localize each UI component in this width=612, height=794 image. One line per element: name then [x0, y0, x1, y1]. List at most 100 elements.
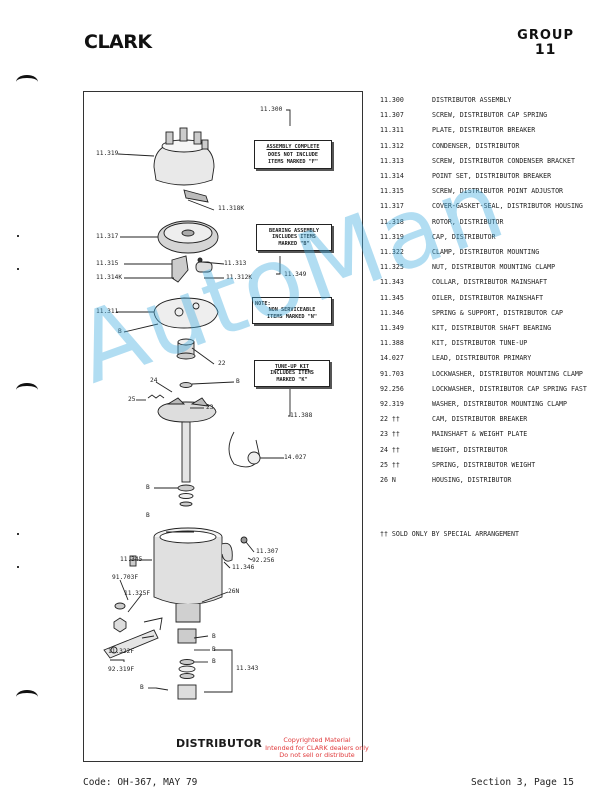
part-description: KIT, DISTRIBUTOR SHAFT BEARING: [432, 324, 552, 333]
part-description: COVER-GASKET-SEAL, DISTRIBUTOR HOUSING: [432, 202, 583, 211]
callout-11315: 11.315: [96, 260, 119, 267]
note-line: MARKED "B": [278, 240, 310, 247]
parts-list-row: 11.349 KIT, DISTRIBUTOR SHAFT BEARING: [380, 321, 600, 336]
part-number: 11.325: [380, 263, 404, 272]
callout-b: B: [212, 658, 216, 665]
part-description: LEAD, DISTRIBUTOR PRIMARY: [432, 354, 532, 363]
note-line: ASSEMBLY COMPLETE: [266, 144, 320, 150]
part-description: LOCKWASHER, DISTRIBUTOR MOUNTING CLAMP: [432, 369, 583, 378]
callout-b: B: [236, 378, 240, 385]
parts-list-row: 11.315 SCREW, DISTRIBUTOR POINT ADJUSTOR: [380, 184, 600, 199]
part-number: 11.314: [380, 172, 404, 181]
note-line: INCLUDES ITEMS: [270, 370, 314, 377]
callout-11307: 11.307: [256, 548, 279, 555]
callout-11312k: 11.312K: [226, 274, 253, 281]
part-number: 11.317: [380, 202, 404, 211]
part-description: CONDENSER, DISTRIBUTOR: [432, 141, 520, 150]
parts-list-row: 11.343 COLLAR, DISTRIBUTOR MAINSHAFT: [380, 275, 600, 290]
part-description: SPRING, DISTRIBUTOR WEIGHT: [432, 460, 536, 469]
binder-hole-icon: [16, 75, 38, 89]
callout-91703f: 91.703F: [112, 574, 139, 581]
part-number: 11.315: [380, 187, 404, 196]
part-number: 92.256: [380, 384, 404, 393]
part-description: MAINSHAFT & WEIGHT PLATE: [432, 430, 528, 439]
callout-b: B: [118, 328, 122, 335]
callout-11388: 11.388: [290, 412, 313, 419]
part-description: SCREW, DISTRIBUTOR CONDENSER BRACKET: [432, 156, 575, 165]
section-page: Section 3, Page 15: [471, 777, 574, 788]
callout-b: B: [212, 633, 216, 640]
callout-24: 24: [150, 377, 158, 384]
part-description: HOUSING, DISTRIBUTOR: [432, 476, 512, 485]
group-label: GROUP: [517, 28, 574, 43]
part-description: POINT SET, DISTRIBUTOR BREAKER: [432, 172, 552, 181]
note-tune-up-kit: TUNE-UP KIT INCLUDES ITEMS MARKED "K": [254, 360, 330, 388]
note-line: BEARING ASSEMBLY: [269, 228, 319, 234]
parts-list-row: 11.313 SCREW, DISTRIBUTOR CONDENSER BRACK…: [380, 154, 600, 169]
callout-b: B: [146, 512, 150, 519]
part-number: 23 ††: [380, 430, 400, 439]
parts-list-row: 11.314 POINT SET, DISTRIBUTOR BREAKER: [380, 169, 600, 184]
part-number: 11.318: [380, 217, 404, 226]
callout-11318k: 11.318K: [218, 205, 245, 212]
part-number: 11.307: [380, 111, 404, 120]
part-description: NUT, DISTRIBUTOR MOUNTING CLAMP: [432, 263, 556, 272]
note-line: DOES NOT INCLUDE: [268, 152, 318, 159]
part-description: CAM, DISTRIBUTOR BREAKER: [432, 415, 528, 424]
part-number: 14.027: [380, 354, 404, 363]
group-heading: GROUP 11: [517, 28, 574, 58]
copyright-stamp: Copyrighted Material Intended for CLARK …: [257, 736, 377, 760]
part-description: WEIGHT, DISTRIBUTOR: [432, 445, 508, 454]
callout-26n: 26N: [228, 588, 240, 595]
copyright-line: Intended for CLARK dealers only: [265, 743, 369, 752]
footnote: †† SOLD ONLY BY SPECIAL ARRANGEMENT: [380, 530, 519, 538]
part-number: 11.322: [380, 248, 404, 257]
part-number: 26 N: [380, 476, 396, 485]
diagram-caption: DISTRIBUTOR: [176, 737, 263, 750]
part-number: 92.319: [380, 400, 404, 409]
part-description: PLATE, DISTRIBUTOR BREAKER: [432, 126, 536, 135]
part-description: WASHER, DISTRIBUTOR MOUNTING CLAMP: [432, 400, 567, 409]
binder-hole-icon: [16, 383, 38, 397]
group-number: 11: [534, 42, 557, 58]
part-description: SCREW, DISTRIBUTOR POINT ADJUSTOR: [432, 187, 564, 196]
part-number: 11.349: [380, 324, 404, 333]
part-description: COLLAR, DISTRIBUTOR MAINSHAFT: [432, 278, 548, 287]
part-number: 11.343: [380, 278, 404, 287]
parts-list-row: 25 †† SPRING, DISTRIBUTOR WEIGHT: [380, 458, 600, 473]
part-number: 24 ††: [380, 445, 400, 454]
callout-11325f: 11.325F: [124, 590, 151, 597]
part-number: 11.388: [380, 339, 404, 348]
note-line: TUNE-UP KIT: [274, 364, 310, 370]
callout-11349: 11.349: [284, 271, 307, 278]
callout-92319f: 92.319F: [108, 666, 135, 673]
note-line: NON SERVICEABLE: [268, 307, 316, 314]
callout-11300: 11.300: [260, 106, 283, 113]
part-description: SCREW, DISTRIBUTOR CAP SPRING: [432, 111, 548, 120]
parts-list-row: 26 N HOUSING, DISTRIBUTOR: [380, 473, 600, 488]
document-code: Code: OH-367, MAY 79: [83, 777, 198, 788]
part-number: 25 ††: [380, 460, 400, 469]
part-number: 11.313: [380, 156, 404, 165]
binder-hole-icon: [16, 690, 38, 704]
callout-11317: 11.317: [96, 233, 119, 240]
part-description: SPRING & SUPPORT, DISTRIBUTOR CAP: [432, 308, 564, 317]
callout-11311: 11.311: [96, 308, 119, 315]
note-line: NOTE:: [255, 301, 271, 307]
parts-list-row: 11.318 ROTOR, DISTRIBUTOR: [380, 215, 600, 230]
parts-list-row: 11.317 COVER-GASKET-SEAL, DISTRIBUTOR HOU…: [380, 199, 600, 214]
note-non-serviceable: NOTE: NON SERVICEABLE ITEMS MARKED "N": [252, 297, 332, 325]
parts-list-row: 11.325 NUT, DISTRIBUTOR MOUNTING CLAMP: [380, 260, 600, 275]
part-description: CLAMP, DISTRIBUTOR MOUNTING: [432, 248, 540, 257]
callout-23: 23: [206, 404, 214, 411]
callout-11314k: 11.314K: [96, 274, 123, 281]
page-speck: [17, 268, 19, 270]
part-description: ROTOR, DISTRIBUTOR: [432, 217, 504, 226]
copyright-line: Copyrighted Material: [283, 736, 351, 744]
